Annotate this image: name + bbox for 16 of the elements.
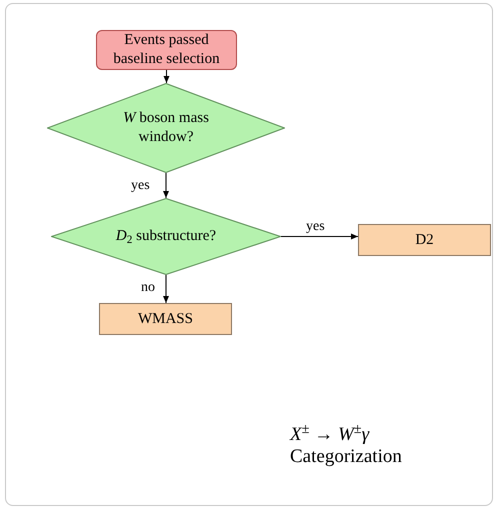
arrow (280, 234, 358, 240)
arrow (163, 172, 169, 198)
arrow (164, 70, 170, 84)
start-box (96, 30, 237, 70)
node-label: D$_{2}$ substructure? (116, 227, 216, 246)
category-box (99, 303, 232, 335)
categorization-title: Categorization (290, 446, 402, 468)
node-label: Events passed baseline selection (112, 31, 221, 69)
node-label: WMASS (136, 310, 194, 328)
category-box (358, 224, 491, 256)
node-label: W boson mass window? (122, 109, 210, 147)
node-label: D2 (414, 230, 435, 250)
arrow (163, 274, 169, 304)
decision-diamond (47, 83, 285, 173)
decision-diamond (51, 198, 281, 275)
categorization-title: X$^{±}$ → W$^{±}$γ (290, 424, 370, 446)
